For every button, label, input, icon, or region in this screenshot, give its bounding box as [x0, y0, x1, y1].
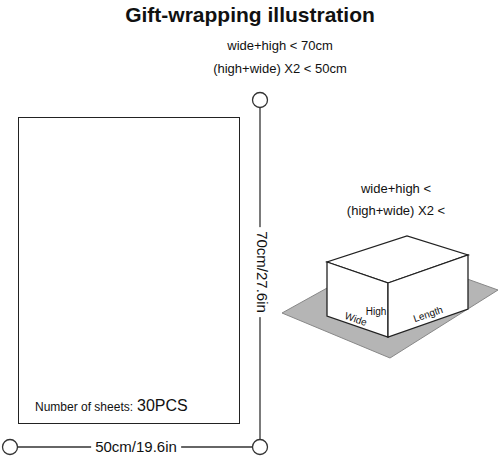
size-rule: (high+wide) X2 <: [347, 204, 445, 218]
sheet-count: 30PCS: [137, 397, 188, 415]
size-rule: (high+wide) X2 < 50cm: [213, 62, 347, 76]
title: Gift-wrapping illustration: [125, 3, 375, 26]
sheet-count-label: Number of sheets:: [35, 400, 133, 414]
size-rule: wide+high < 70cm: [227, 39, 333, 53]
dimension-label: 70cm/27.6in: [254, 227, 271, 317]
dimension-end: [253, 93, 268, 108]
dimension-end: [253, 440, 268, 455]
size-rule: wide+high <: [361, 182, 431, 196]
dimension-label: 50cm/19.6in: [91, 439, 181, 456]
dimension-end: [3, 440, 18, 455]
box-side: [327, 262, 388, 337]
wrapping-sheet: Number of sheets: 30PCS: [18, 117, 240, 424]
box-front: [388, 255, 468, 337]
dimension-name: High: [366, 306, 387, 317]
